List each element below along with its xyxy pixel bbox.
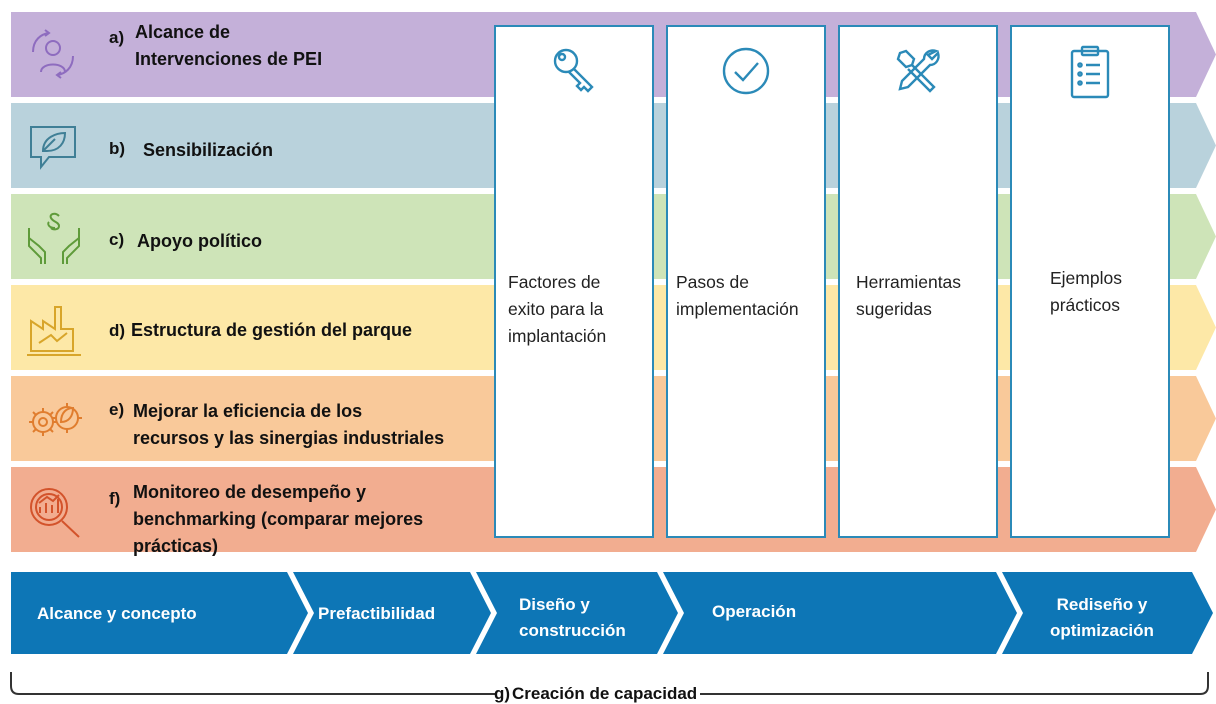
capacity-letter: g) — [494, 684, 511, 703]
people-cycle-icon — [32, 29, 74, 79]
band-letter: c) — [109, 230, 125, 249]
phase-chevron-operacion — [663, 572, 1017, 654]
leaf-speech-bubble-icon — [30, 126, 76, 170]
card-ejemplos: Ejemplos prácticos — [1010, 25, 1170, 538]
phase-label-alcance: Alcance y concepto — [37, 601, 197, 627]
key-icon — [553, 48, 594, 93]
card-text-line: Factores de — [508, 272, 601, 292]
card-text: Pasos de implementación — [676, 269, 818, 323]
phase-label-line: Operación — [712, 602, 797, 621]
phase-label-line: Diseño y — [519, 595, 590, 614]
band-label-line: Sensibilización — [143, 140, 274, 160]
card-herramientas: Herramientas sugeridas — [838, 25, 998, 538]
checkmark-circle-icon — [722, 47, 770, 95]
phase-chevron-diseno — [476, 572, 678, 654]
phase-label-diseno: Diseño y construcción — [519, 592, 626, 644]
band-label: Monitoreo de desempeño y benchmarking (c… — [133, 479, 423, 560]
capacity-label: Creación de capacidad — [512, 684, 698, 703]
phase-label-rediseno: Rediseño y optimización — [1050, 592, 1154, 644]
band-label-line: Estructura de gestión del parque — [131, 320, 413, 340]
card-text: Factores de exito para la implantación — [508, 269, 646, 350]
band-label-line: Mejorar la eficiencia de los — [133, 401, 363, 421]
band-label: Alcance de Intervenciones de PEI — [135, 19, 322, 73]
phase-label-line: optimización — [1050, 621, 1154, 640]
card-text-line: implementación — [676, 299, 799, 319]
band-label: Mejorar la eficiencia de los recursos y … — [133, 398, 444, 452]
phase-chevron-alcance — [11, 572, 308, 654]
card-factores-exito: Factores de exito para la implantación — [494, 25, 654, 538]
band-label-line: Alcance de — [135, 22, 231, 42]
card-text-line: exito para la — [508, 299, 604, 319]
card-text: Herramientas sugeridas — [856, 269, 990, 323]
band-label-line: Intervenciones de PEI — [135, 49, 323, 69]
band-label-line: Apoyo político — [137, 231, 262, 251]
band-label: Estructura de gestión del parque — [131, 317, 412, 344]
factory-icon — [27, 306, 81, 356]
phase-label-line: Rediseño y — [1056, 595, 1148, 614]
card-text-line: Herramientas — [856, 272, 962, 292]
magnifier-chart-icon — [30, 488, 80, 538]
phase-label-line: Alcance y concepto — [37, 604, 197, 623]
phase-label-line: construcción — [519, 621, 626, 640]
band-letter: b) — [109, 139, 126, 158]
card-text-line: implantación — [508, 326, 607, 346]
band-label-line: Monitoreo de desempeño y — [133, 482, 367, 502]
band-letter: f) — [109, 489, 121, 508]
band-letter: d) — [109, 321, 126, 340]
card-text-line: sugeridas — [856, 299, 932, 319]
phase-label-line: Prefactibilidad — [318, 604, 436, 623]
phase-chevron-rediseno — [1002, 572, 1213, 654]
phase-label-operacion: Operación — [712, 599, 796, 625]
band-label-line: recursos y las sinergias industriales — [133, 428, 445, 448]
clipboard-list-icon — [1070, 45, 1110, 99]
card-text-line: Ejemplos — [1050, 268, 1122, 288]
band-label: Sensibilización — [143, 137, 273, 164]
card-text-line: Pasos de — [676, 272, 749, 292]
card-pasos-implementacion: Pasos de implementación — [666, 25, 826, 538]
phase-chevron-prefactibilidad — [293, 572, 491, 654]
band-letter: a) — [109, 28, 125, 47]
card-text: Ejemplos prácticos — [1050, 265, 1162, 319]
gears-leaf-icon — [29, 403, 82, 436]
tools-icon — [896, 49, 940, 93]
band-label-line: benchmarking (comparar mejores — [133, 509, 424, 529]
band-label: Apoyo político — [137, 228, 262, 255]
hands-paragraph-icon — [28, 212, 80, 264]
card-text-line: prácticos — [1050, 295, 1121, 315]
band-letter: e) — [109, 400, 125, 419]
band-label-line: prácticas) — [133, 536, 219, 556]
phase-label-prefactibilidad: Prefactibilidad — [318, 601, 435, 627]
